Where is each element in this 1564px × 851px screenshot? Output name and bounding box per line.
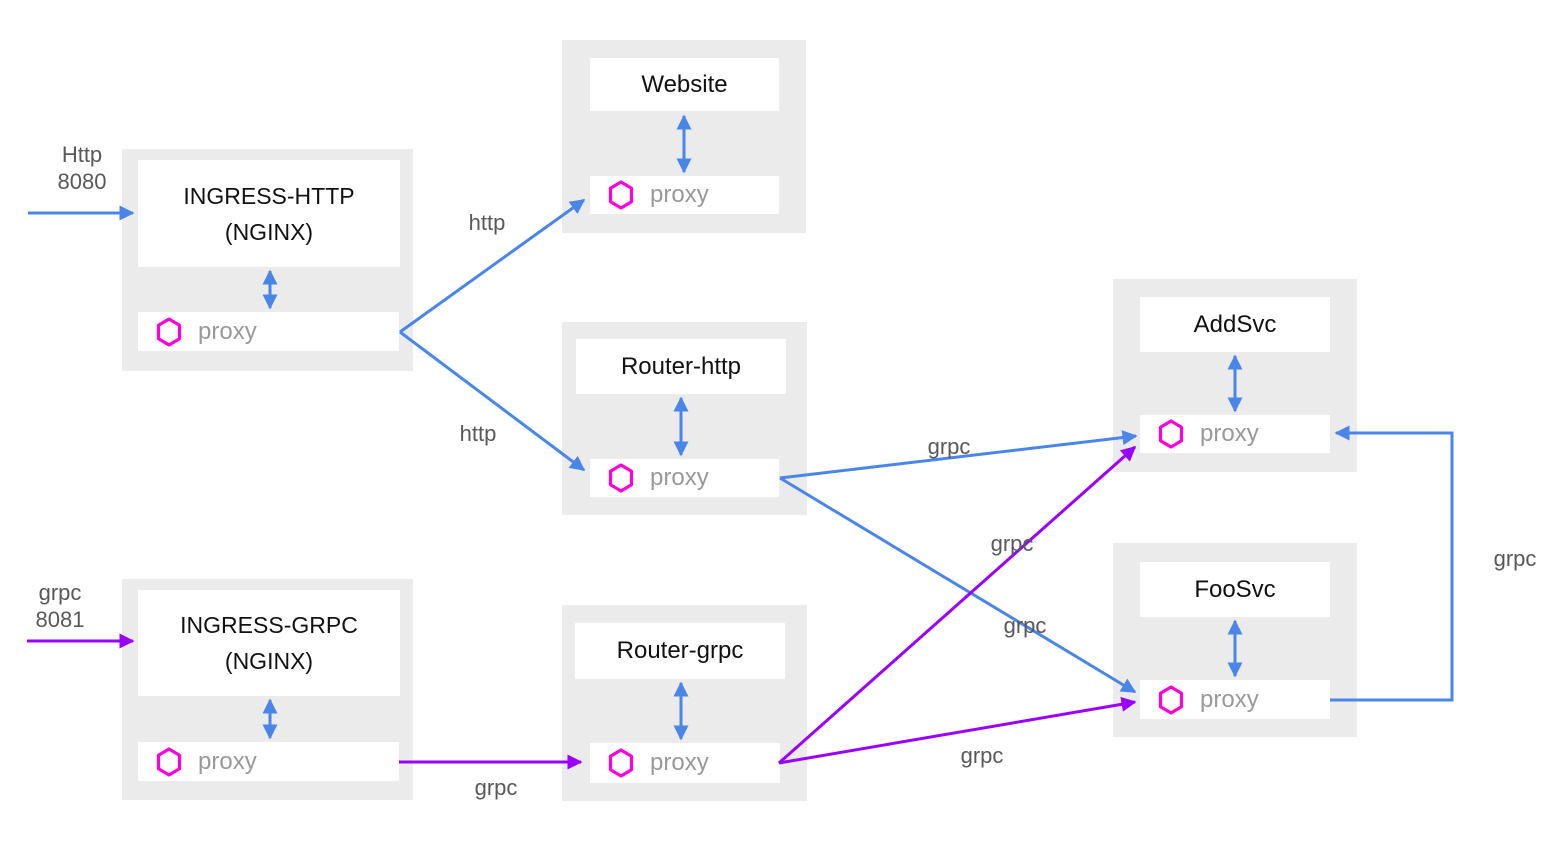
ingress-grpc-port-label: grpc 8081 bbox=[16, 579, 104, 633]
proxy-label: proxy bbox=[650, 749, 709, 776]
hexagon-icon bbox=[1158, 684, 1184, 715]
node-title: Router-http bbox=[620, 352, 742, 380]
proxy-box: proxy bbox=[1140, 415, 1330, 453]
node-title-box: FooSvc bbox=[1140, 562, 1330, 617]
hexagon-icon bbox=[608, 180, 634, 210]
node-title: FooSvc bbox=[1194, 575, 1276, 603]
node-addsvc: AddSvc proxy bbox=[1113, 279, 1357, 472]
proxy-label: proxy bbox=[198, 747, 257, 775]
node-ingress-http: INGRESS-HTTP (NGINX) proxy bbox=[122, 149, 413, 371]
port-protocol: grpc bbox=[38, 580, 82, 605]
node-title: AddSvc bbox=[1193, 310, 1277, 338]
node-website: Website proxy bbox=[562, 40, 806, 233]
proxy-box: proxy bbox=[1140, 680, 1330, 719]
node-foosvc: FooSvc proxy bbox=[1113, 543, 1357, 737]
node-router-http: Router-http proxy bbox=[562, 322, 807, 515]
hexagon-icon bbox=[156, 316, 182, 347]
edge-label-grpc-router: grpc bbox=[474, 775, 518, 800]
port-protocol: Http bbox=[61, 142, 103, 167]
edge-label-grpc-loop: grpc bbox=[1493, 546, 1537, 571]
node-title: Website bbox=[641, 70, 728, 98]
node-title-box: AddSvc bbox=[1140, 297, 1330, 352]
proxy-label: proxy bbox=[1200, 685, 1259, 713]
node-title-box: Router-grpc bbox=[575, 623, 785, 679]
proxy-box: proxy bbox=[138, 742, 399, 781]
node-title-box: Website bbox=[590, 58, 779, 111]
proxy-label: proxy bbox=[198, 317, 257, 345]
node-title: INGRESS-GRPC bbox=[180, 612, 358, 638]
node-title-box: INGRESS-HTTP (NGINX) bbox=[138, 160, 400, 267]
edge-label-http-website: http bbox=[468, 210, 506, 235]
edge-label-grpc-rh-foosvc: grpc bbox=[1003, 613, 1047, 638]
proxy-box: proxy bbox=[590, 459, 779, 497]
node-title: Router-grpc bbox=[616, 637, 744, 664]
proxy-box: proxy bbox=[590, 743, 780, 783]
node-router-grpc: Router-grpc proxy bbox=[562, 605, 807, 801]
proxy-box: proxy bbox=[590, 176, 779, 214]
proxy-label: proxy bbox=[650, 181, 709, 208]
proxy-label: proxy bbox=[650, 464, 709, 491]
node-ingress-grpc: INGRESS-GRPC (NGINX) proxy bbox=[122, 579, 413, 800]
proxy-box: proxy bbox=[138, 312, 399, 351]
node-title: INGRESS-HTTP bbox=[183, 182, 355, 209]
node-subtitle: (NGINX) bbox=[224, 648, 314, 674]
ingress-http-port-label: Http 8080 bbox=[38, 141, 126, 195]
node-title-box: INGRESS-GRPC (NGINX) bbox=[138, 590, 400, 696]
port-number: 8081 bbox=[35, 607, 85, 632]
edge-router-grpc-to-addsvc bbox=[778, 445, 1137, 765]
edge-label-grpc-rg-foosvc: grpc bbox=[960, 743, 1004, 768]
edge-ingress-http-to-router-http bbox=[399, 330, 586, 472]
edge-label-grpc-rg-addsvc: grpc bbox=[990, 531, 1034, 556]
node-title-box: Router-http bbox=[576, 339, 786, 394]
edge-label-grpc-rh-addsvc: grpc bbox=[927, 434, 971, 459]
edge-label-http-router: http bbox=[459, 421, 497, 446]
node-subtitle: (NGINX) bbox=[224, 218, 314, 245]
edge-router-http-to-foosvc bbox=[779, 476, 1137, 694]
hexagon-icon bbox=[1158, 419, 1184, 449]
hexagon-icon bbox=[156, 746, 182, 777]
hexagon-icon bbox=[608, 748, 634, 778]
hexagon-icon bbox=[608, 463, 634, 493]
port-number: 8080 bbox=[57, 169, 107, 194]
proxy-label: proxy bbox=[1200, 420, 1259, 447]
